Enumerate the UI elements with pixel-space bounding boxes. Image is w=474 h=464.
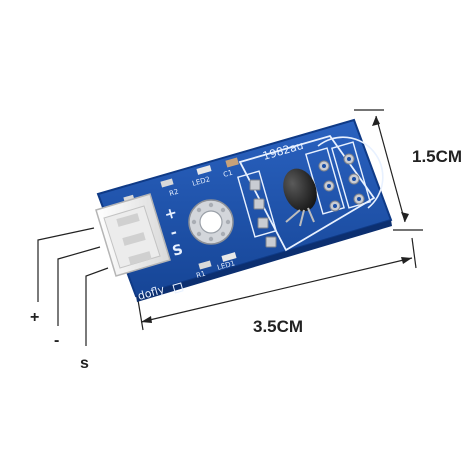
width-dimension: [137, 237, 417, 331]
pin-leader-lines: [37, 227, 109, 346]
wire-label-signal: s: [80, 355, 89, 372]
qr-mark: [172, 282, 184, 294]
height-dimension: [354, 109, 423, 231]
silk-minus: -: [168, 223, 179, 242]
three-pin-connector: [95, 193, 171, 277]
pad-grid: [237, 141, 371, 248]
silk-r2: R2: [168, 188, 179, 198]
wire-label-minus: -: [54, 332, 59, 349]
silk-s: S: [171, 242, 185, 260]
height-label: 1.5CM: [412, 147, 462, 166]
mounting-hole: [188, 199, 234, 245]
wire-label-plus: +: [30, 309, 39, 326]
silk-r1: R1: [195, 270, 206, 280]
temperature-sensor-component: [283, 168, 317, 227]
silk-c1: C1: [222, 169, 233, 179]
width-label: 3.5CM: [253, 317, 303, 336]
silk-plus: +: [162, 203, 179, 224]
